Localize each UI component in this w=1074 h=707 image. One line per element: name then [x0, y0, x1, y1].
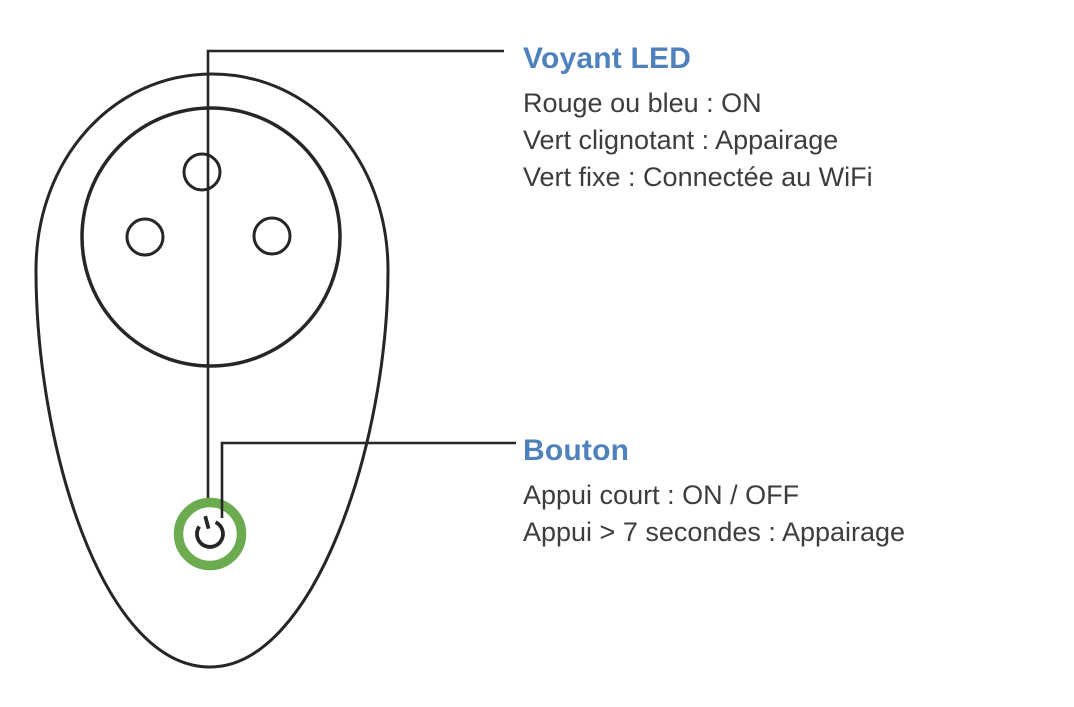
voyant-led-line-1: Rouge ou bleu : ON: [523, 88, 762, 118]
left-pin-hole: [125, 217, 165, 257]
bouton-title: Bouton: [523, 434, 630, 467]
led-leader-line: [206, 49, 504, 498]
earth-pin-hole: [182, 152, 222, 192]
voyant-led-annotation: Voyant LED Rouge ou bleu : ON Vert clign…: [523, 41, 873, 196]
power-button: [173, 497, 247, 571]
plug-outline: [34, 72, 390, 669]
voyant-led-line-3: Vert fixe : Connectée au WiFi: [523, 162, 873, 192]
bouton-line-1: Appui court : ON / OFF: [523, 480, 800, 510]
socket-circle: [80, 106, 342, 368]
bouton-line-2: Appui > 7 secondes : Appairage: [523, 517, 906, 547]
voyant-led-line-2: Vert clignotant : Appairage: [523, 125, 839, 155]
bouton-annotation: Bouton Appui court : ON / OFF Appui > 7 …: [523, 433, 905, 551]
button-leader-line: [220, 441, 516, 518]
voyant-led-title: Voyant LED: [523, 42, 692, 75]
power-icon: [195, 515, 225, 549]
right-pin-hole: [252, 216, 292, 256]
